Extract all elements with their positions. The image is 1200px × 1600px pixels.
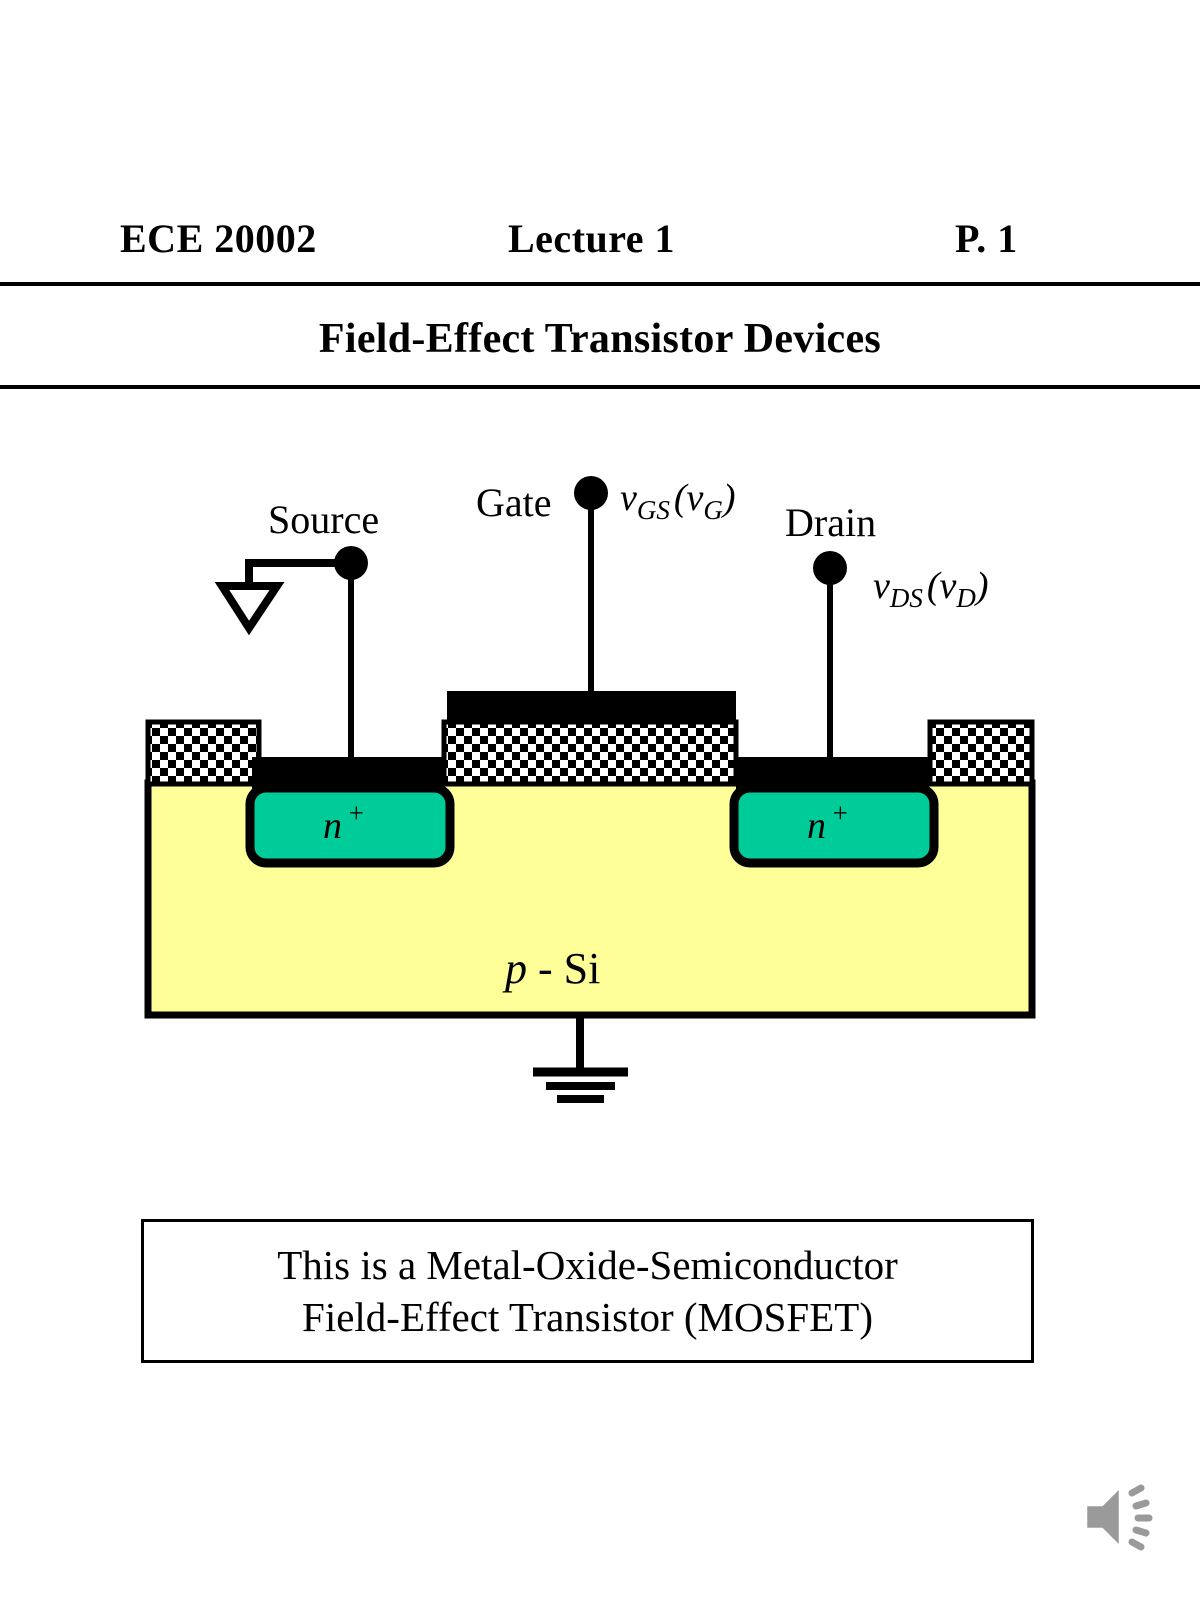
gate-voltage-v: v [620, 477, 637, 519]
drain-voltage-subscript: DS [889, 583, 923, 613]
gate-voltage-paren-open: (v [674, 477, 704, 519]
field-oxide-right [927, 719, 1035, 787]
page-title: Field-Effect Transistor Devices [318, 316, 882, 362]
gate-terminal-label: Gate [476, 480, 552, 525]
gate-terminal-dot [574, 476, 608, 510]
drain-voltage-label: vDS(vD) [873, 565, 989, 613]
source-terminal-label: Source [268, 497, 379, 542]
substrate-p: p [502, 944, 527, 993]
drain-voltage-paren-subscript: D [955, 583, 976, 613]
gate-voltage-label: vGS(vG) [620, 477, 736, 525]
course-code: ECE 20002 [120, 215, 317, 261]
source-well-superscript: + [347, 798, 365, 828]
source-well-n: n [323, 805, 342, 847]
substrate-rest: - Si [527, 944, 600, 993]
drain-well-label: n+ [807, 798, 849, 847]
speaker-waves [1128, 1484, 1153, 1551]
caption-line-1: This is a Metal-Oxide-Semiconductor [277, 1241, 898, 1288]
header-divider-bottom [0, 385, 1200, 389]
drain-terminal-label: Drain [785, 500, 876, 545]
slide-header: ECE 20002 Lecture 1 P. 1 [0, 196, 1200, 280]
gate-oxide [441, 719, 739, 787]
substrate-ground-symbol [533, 1015, 628, 1103]
drain-voltage-paren-close: ) [974, 565, 989, 607]
gate-voltage-paren-close: ) [721, 477, 736, 519]
drain-voltage-paren-open: (v [927, 565, 957, 607]
drain-well-n: n [807, 805, 826, 847]
source-ground-symbol [214, 559, 351, 636]
speaker-icon[interactable] [1052, 1455, 1176, 1579]
caption-line-2: Field-Effect Transistor (MOSFET) [302, 1294, 873, 1340]
field-oxide-left [145, 719, 262, 787]
speaker-body [1084, 1483, 1122, 1551]
lecture-number: Lecture 1 [508, 215, 676, 261]
substrate-label: p - Si [502, 944, 600, 993]
page-number: P. 1 [955, 215, 1018, 261]
header-divider-top [0, 282, 1200, 286]
drain-well-superscript: + [831, 798, 849, 828]
caption-box: This is a Metal-Oxide-Semiconductor Fiel… [141, 1219, 1034, 1363]
drain-voltage-v: v [873, 565, 890, 607]
gate-voltage-subscript: GS [637, 495, 670, 525]
drain-terminal-dot [813, 551, 847, 585]
gate-voltage-paren-subscript: G [703, 495, 723, 525]
source-well-label: n+ [323, 798, 365, 847]
